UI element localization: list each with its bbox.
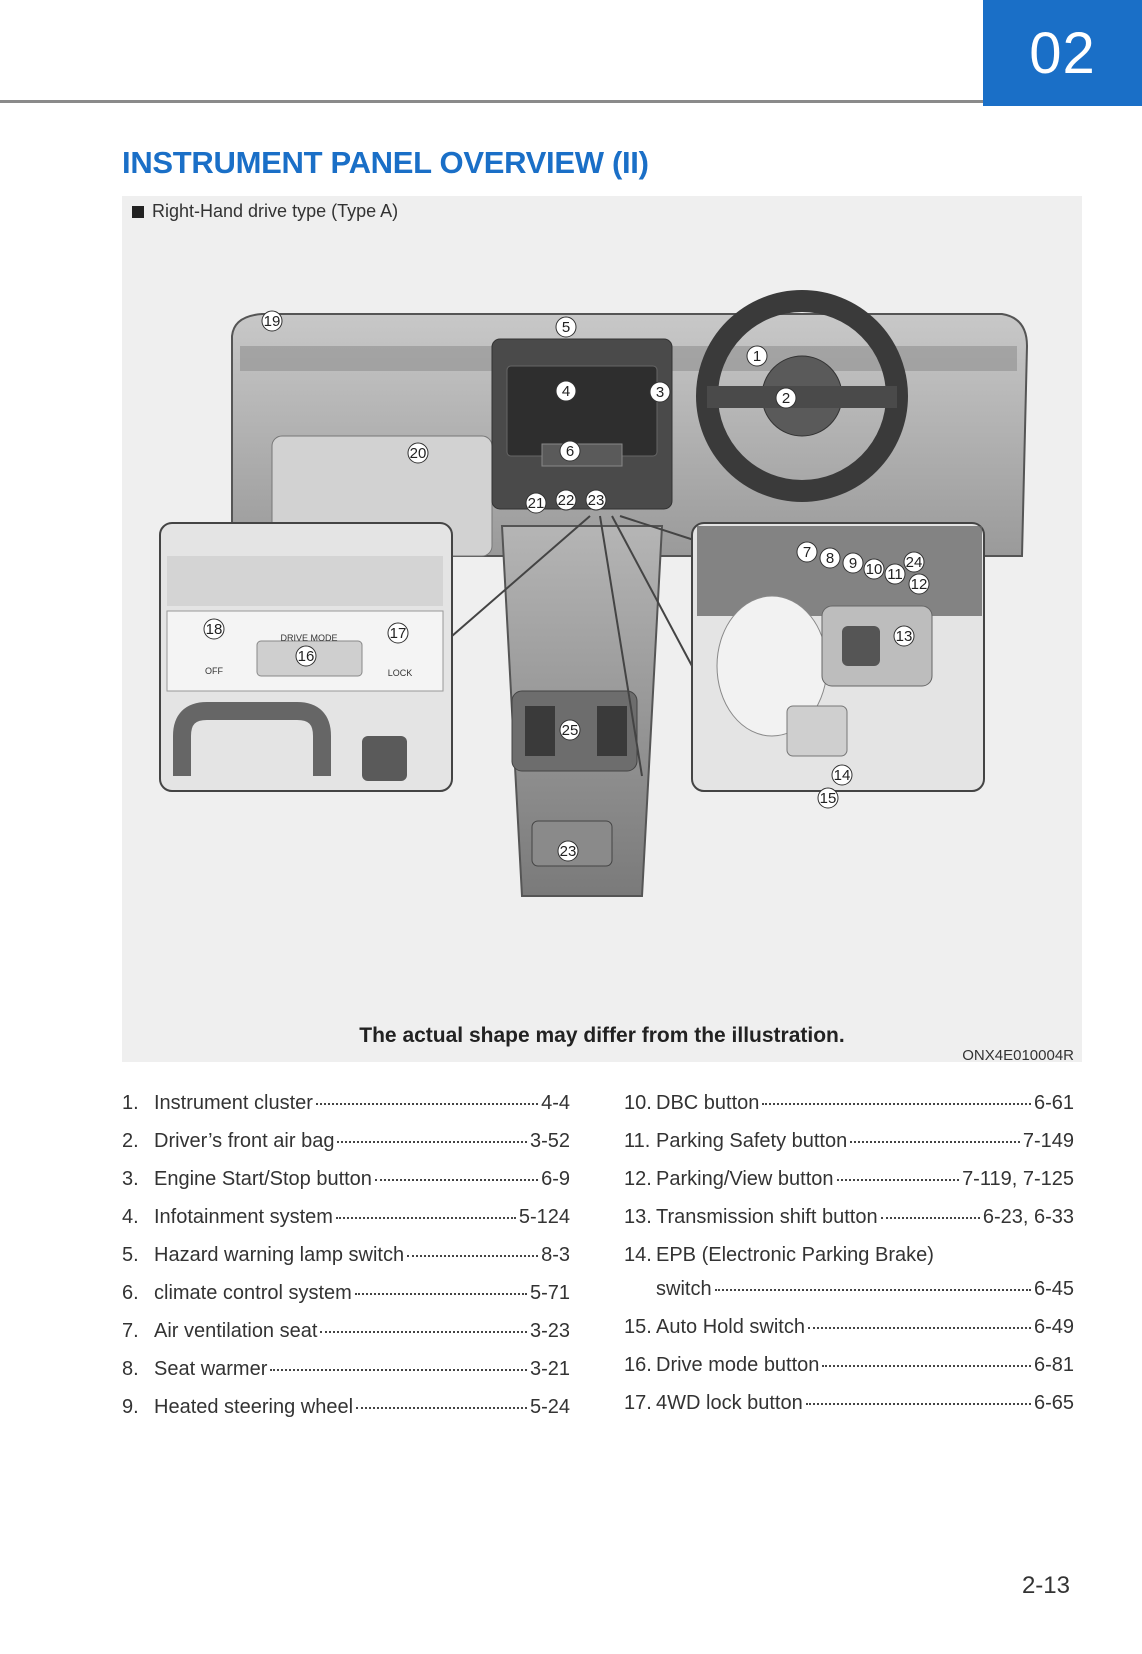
callout-5: 5 [562, 319, 570, 336]
callout-12: 12 [911, 576, 928, 593]
callout-21: 21 [528, 495, 545, 512]
callout-20: 20 [410, 445, 427, 462]
chapter-tab: 02 [983, 0, 1142, 106]
callout-11: 11 [887, 566, 903, 583]
callout-24: 24 [906, 554, 923, 571]
callout-18: 18 [206, 621, 223, 638]
callout-8: 8 [826, 550, 834, 567]
callout-19: 19 [264, 313, 281, 330]
off-label: OFF [205, 666, 223, 676]
callout-1: 1 [753, 348, 761, 365]
climate-panel [541, 443, 623, 467]
bullet-square-icon [132, 205, 144, 218]
callout-13: 13 [896, 628, 913, 645]
callout-10: 10 [866, 561, 883, 578]
callout-3: 3 [656, 384, 664, 401]
figure-caption-text: Right-Hand drive type (Type A) [152, 201, 399, 221]
callout-2: 2 [782, 390, 790, 407]
callout-6: 6 [566, 443, 574, 460]
figure: DRIVE MODE LOCK OFF 1 2 3 4 5 6 7 8 9 10… [122, 196, 1082, 1064]
callout-25: 25 [562, 722, 579, 739]
figure-code: ONX4E010004R [962, 1047, 1074, 1064]
dashboard-illustration: DRIVE MODE LOCK OFF 1 2 3 4 5 6 7 8 9 10… [159, 290, 1029, 897]
callout-9: 9 [849, 555, 857, 572]
lock-label: LOCK [388, 668, 413, 678]
callout-16: 16 [298, 648, 315, 665]
callout-15: 15 [820, 790, 837, 807]
callouts: 1 2 3 4 5 6 7 8 9 10 11 12 13 14 15 16 1… [203, 310, 930, 862]
list-item: 14.EPB (Electronic Parking Brake) switch… [624, 1244, 1074, 1300]
infotainment-screen [506, 365, 658, 457]
figure-note: The actual shape may differ from the ill… [359, 1024, 845, 1047]
callout-14: 14 [834, 767, 851, 784]
page-title: INSTRUMENT PANEL OVERVIEW (II) [122, 145, 649, 180]
callout-23b: 23 [560, 843, 577, 860]
page-number: 2-13 [1021, 1572, 1070, 1599]
header-rule [0, 100, 983, 103]
figure-caption: Right-Hand drive type (Type A) [132, 201, 398, 222]
drive-mode-label: DRIVE MODE [280, 633, 337, 643]
callout-4: 4 [562, 383, 570, 400]
callout-23: 23 [588, 492, 605, 509]
callout-22: 22 [558, 492, 575, 509]
callout-7: 7 [803, 544, 811, 561]
callout-17: 17 [390, 625, 407, 642]
